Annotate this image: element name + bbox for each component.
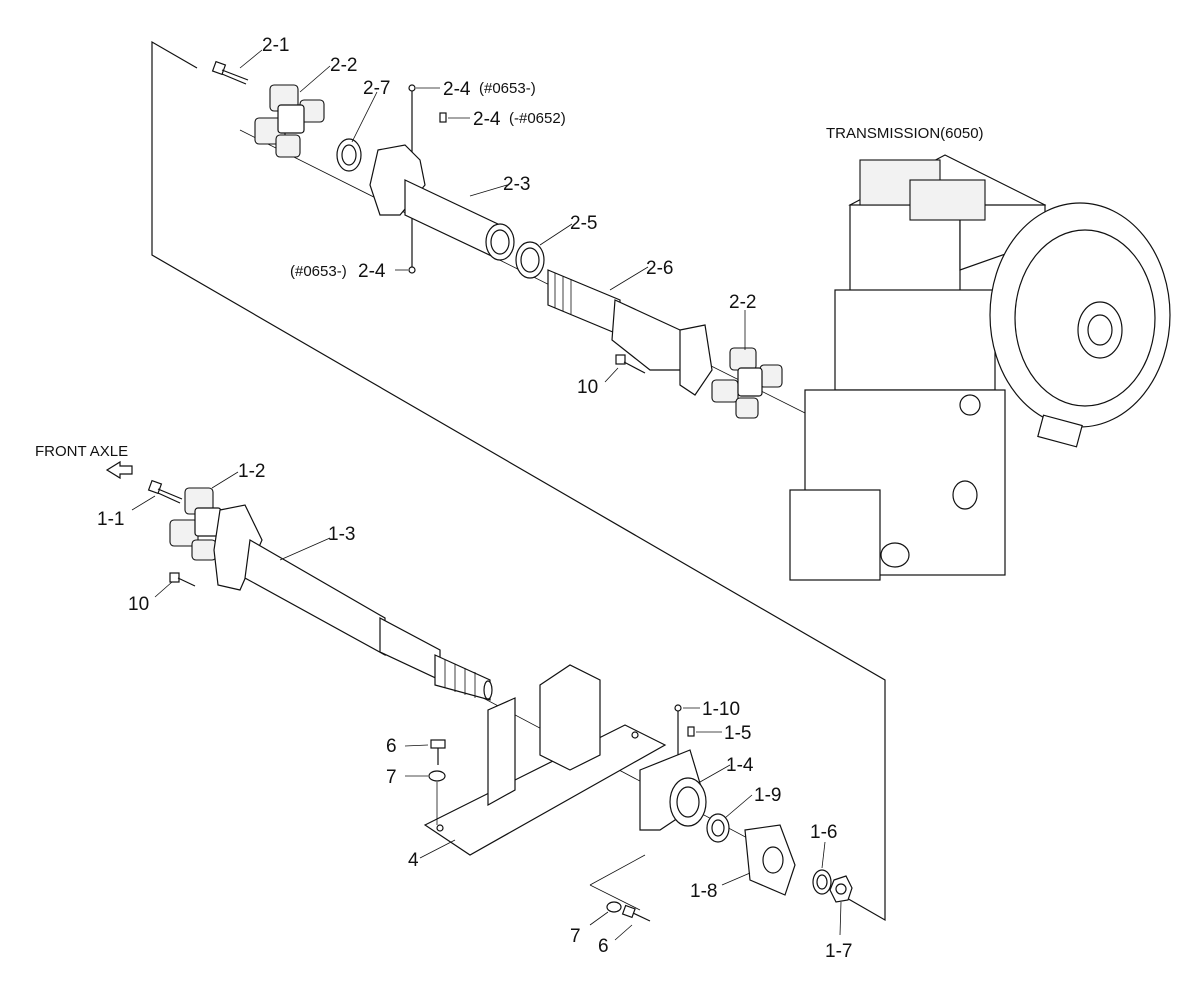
flange-yoke-1-8 xyxy=(744,824,796,896)
drive-shaft-1-3 xyxy=(213,504,493,701)
callout-1-10: 1-10 xyxy=(702,699,740,720)
callout-2-4-b-note: (-#0652) xyxy=(509,110,566,127)
callout-1-7: 1-7 xyxy=(825,941,852,962)
callout-1-1: 1-1 xyxy=(97,509,124,530)
bolt-10-left xyxy=(169,572,196,587)
callout-1-3: 1-3 xyxy=(328,524,355,545)
callout-1-9: 1-9 xyxy=(754,785,781,806)
transmission-label: TRANSMISSION(6050) xyxy=(826,125,984,142)
callout-2-2-bottom: 2-2 xyxy=(729,292,756,313)
bottom-hardware-guide-2 xyxy=(589,884,641,911)
bearing-1-4 xyxy=(639,749,707,831)
callout-2-4-a-note: (#0653-) xyxy=(479,80,536,97)
callout-7-top: 7 xyxy=(386,767,397,788)
bolt-2-1 xyxy=(211,60,249,85)
callout-1-6: 1-6 xyxy=(810,822,837,843)
transmission-housing xyxy=(789,154,1171,581)
callout-2-4-a: 2-4 xyxy=(443,79,471,100)
grease-nipple-2-4-top xyxy=(408,84,416,92)
seal-1-9 xyxy=(706,813,730,843)
leader-lines xyxy=(131,49,842,941)
callout-1-2: 1-2 xyxy=(238,461,265,482)
callout-10-top: 10 xyxy=(577,377,598,398)
callout-2-5: 2-5 xyxy=(570,213,597,234)
seal-ring-2-7 xyxy=(336,138,362,172)
grease-fitting-1-10 xyxy=(674,704,682,712)
washer-7-top xyxy=(428,770,446,782)
callout-1-8: 1-8 xyxy=(690,881,717,902)
grease-nipple-2-4-bottom xyxy=(408,266,416,274)
callout-2-4-b: 2-4 xyxy=(473,109,501,130)
callout-2-7: 2-7 xyxy=(363,78,390,99)
bracket-4 xyxy=(423,664,667,856)
universal-joint-1-2 xyxy=(169,487,222,561)
callout-2-4-c: 2-4 xyxy=(358,261,386,282)
callout-4: 4 xyxy=(408,850,419,871)
callout-2-6: 2-6 xyxy=(646,258,673,279)
callout-2-2-top: 2-2 xyxy=(330,55,357,76)
bolt-6-top xyxy=(430,739,446,765)
front-axle-arrow-icon xyxy=(105,460,133,480)
universal-joint-2-2-top xyxy=(254,84,325,158)
bottom-hardware-guide xyxy=(589,854,646,886)
washer-1-6 xyxy=(812,869,832,895)
grease-nipple-2-4-alt xyxy=(439,112,447,123)
bolt-1-1 xyxy=(147,479,183,504)
slip-yoke-tube-2-3 xyxy=(369,144,515,261)
callout-6-bottom: 6 xyxy=(598,936,609,957)
callout-7-bottom: 7 xyxy=(570,926,581,947)
callout-10-left: 10 xyxy=(128,594,149,615)
bolt-6-bottom xyxy=(621,904,651,922)
assembly-boundary xyxy=(151,40,886,922)
nut-1-7 xyxy=(829,875,853,903)
callout-1-4: 1-4 xyxy=(726,755,754,776)
callout-1-5: 1-5 xyxy=(724,723,751,744)
callout-2-1: 2-1 xyxy=(262,35,289,56)
fitting-1-5 xyxy=(687,726,695,737)
universal-joint-2-2-bottom xyxy=(711,347,783,419)
seal-2-5 xyxy=(515,241,545,279)
washer-7-bottom xyxy=(606,901,622,913)
callout-2-3: 2-3 xyxy=(503,174,530,195)
bolt-10-upper xyxy=(615,354,646,374)
callout-6-top: 6 xyxy=(386,736,397,757)
callout-2-4-c-note: (#0653-) xyxy=(290,263,347,280)
front-axle-label: FRONT AXLE xyxy=(35,443,128,460)
splined-shaft-2-6 xyxy=(547,269,713,396)
